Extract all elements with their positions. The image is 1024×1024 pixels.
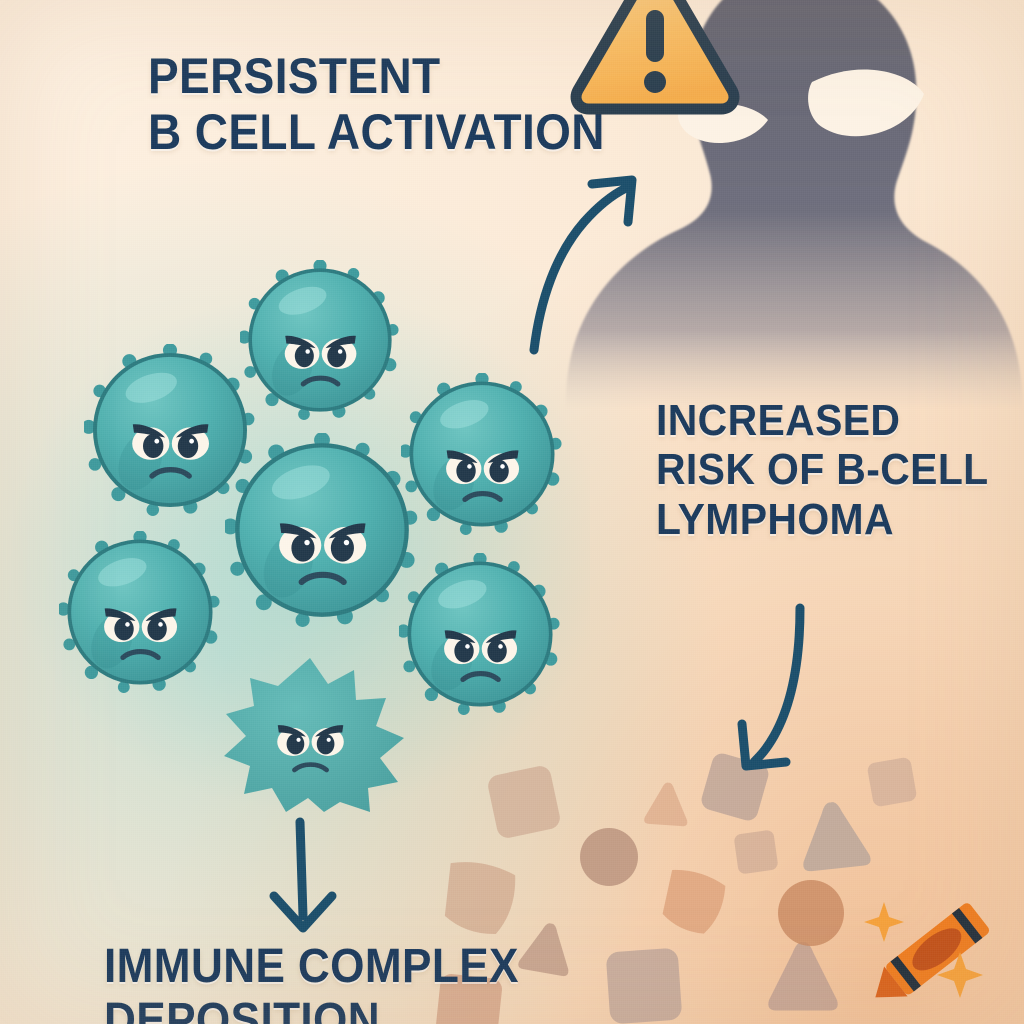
- deposit-particle: [803, 802, 871, 872]
- deposit-particle: [444, 862, 516, 935]
- label-immune-complex: IMMUNE COMPLEX DEPOSITION: [104, 940, 519, 1024]
- deposit-particle: [778, 880, 844, 946]
- deposit-particle: [867, 757, 917, 807]
- deposit-particle: [662, 869, 726, 934]
- straight-arrow-down-icon: [248, 812, 358, 944]
- silhouette-eyes: [678, 69, 924, 144]
- deposit-particle: [518, 923, 569, 977]
- cell-jagged: [224, 658, 404, 812]
- deposit-particle: [734, 830, 778, 874]
- immune-complex-deposit-field: [430, 740, 1024, 1024]
- menacing-figure-silhouette: [560, 0, 1024, 410]
- deposit-particle: [488, 766, 560, 838]
- deposit-particle: [606, 948, 682, 1024]
- deposit-particle: [436, 974, 502, 1024]
- curved-arrow-down-left-icon: [736, 596, 886, 786]
- deposit-particle: [580, 828, 638, 886]
- b-cell-cluster: [10, 222, 610, 812]
- warning-triangle-icon: [565, 0, 745, 122]
- deposit-particle: [644, 782, 688, 827]
- page-title-persistent-activation: PERSISTENT B CELL ACTIVATION: [148, 48, 605, 160]
- deposit-particle: [768, 942, 838, 1011]
- curved-arrow-up-right-icon: [516, 150, 666, 360]
- label-lymphoma-risk: INCREASED RISK OF B-CELL LYMPHOMA: [656, 396, 989, 544]
- crayon-watermark-icon: [856, 876, 1018, 1020]
- deposit-particle: [701, 753, 769, 821]
